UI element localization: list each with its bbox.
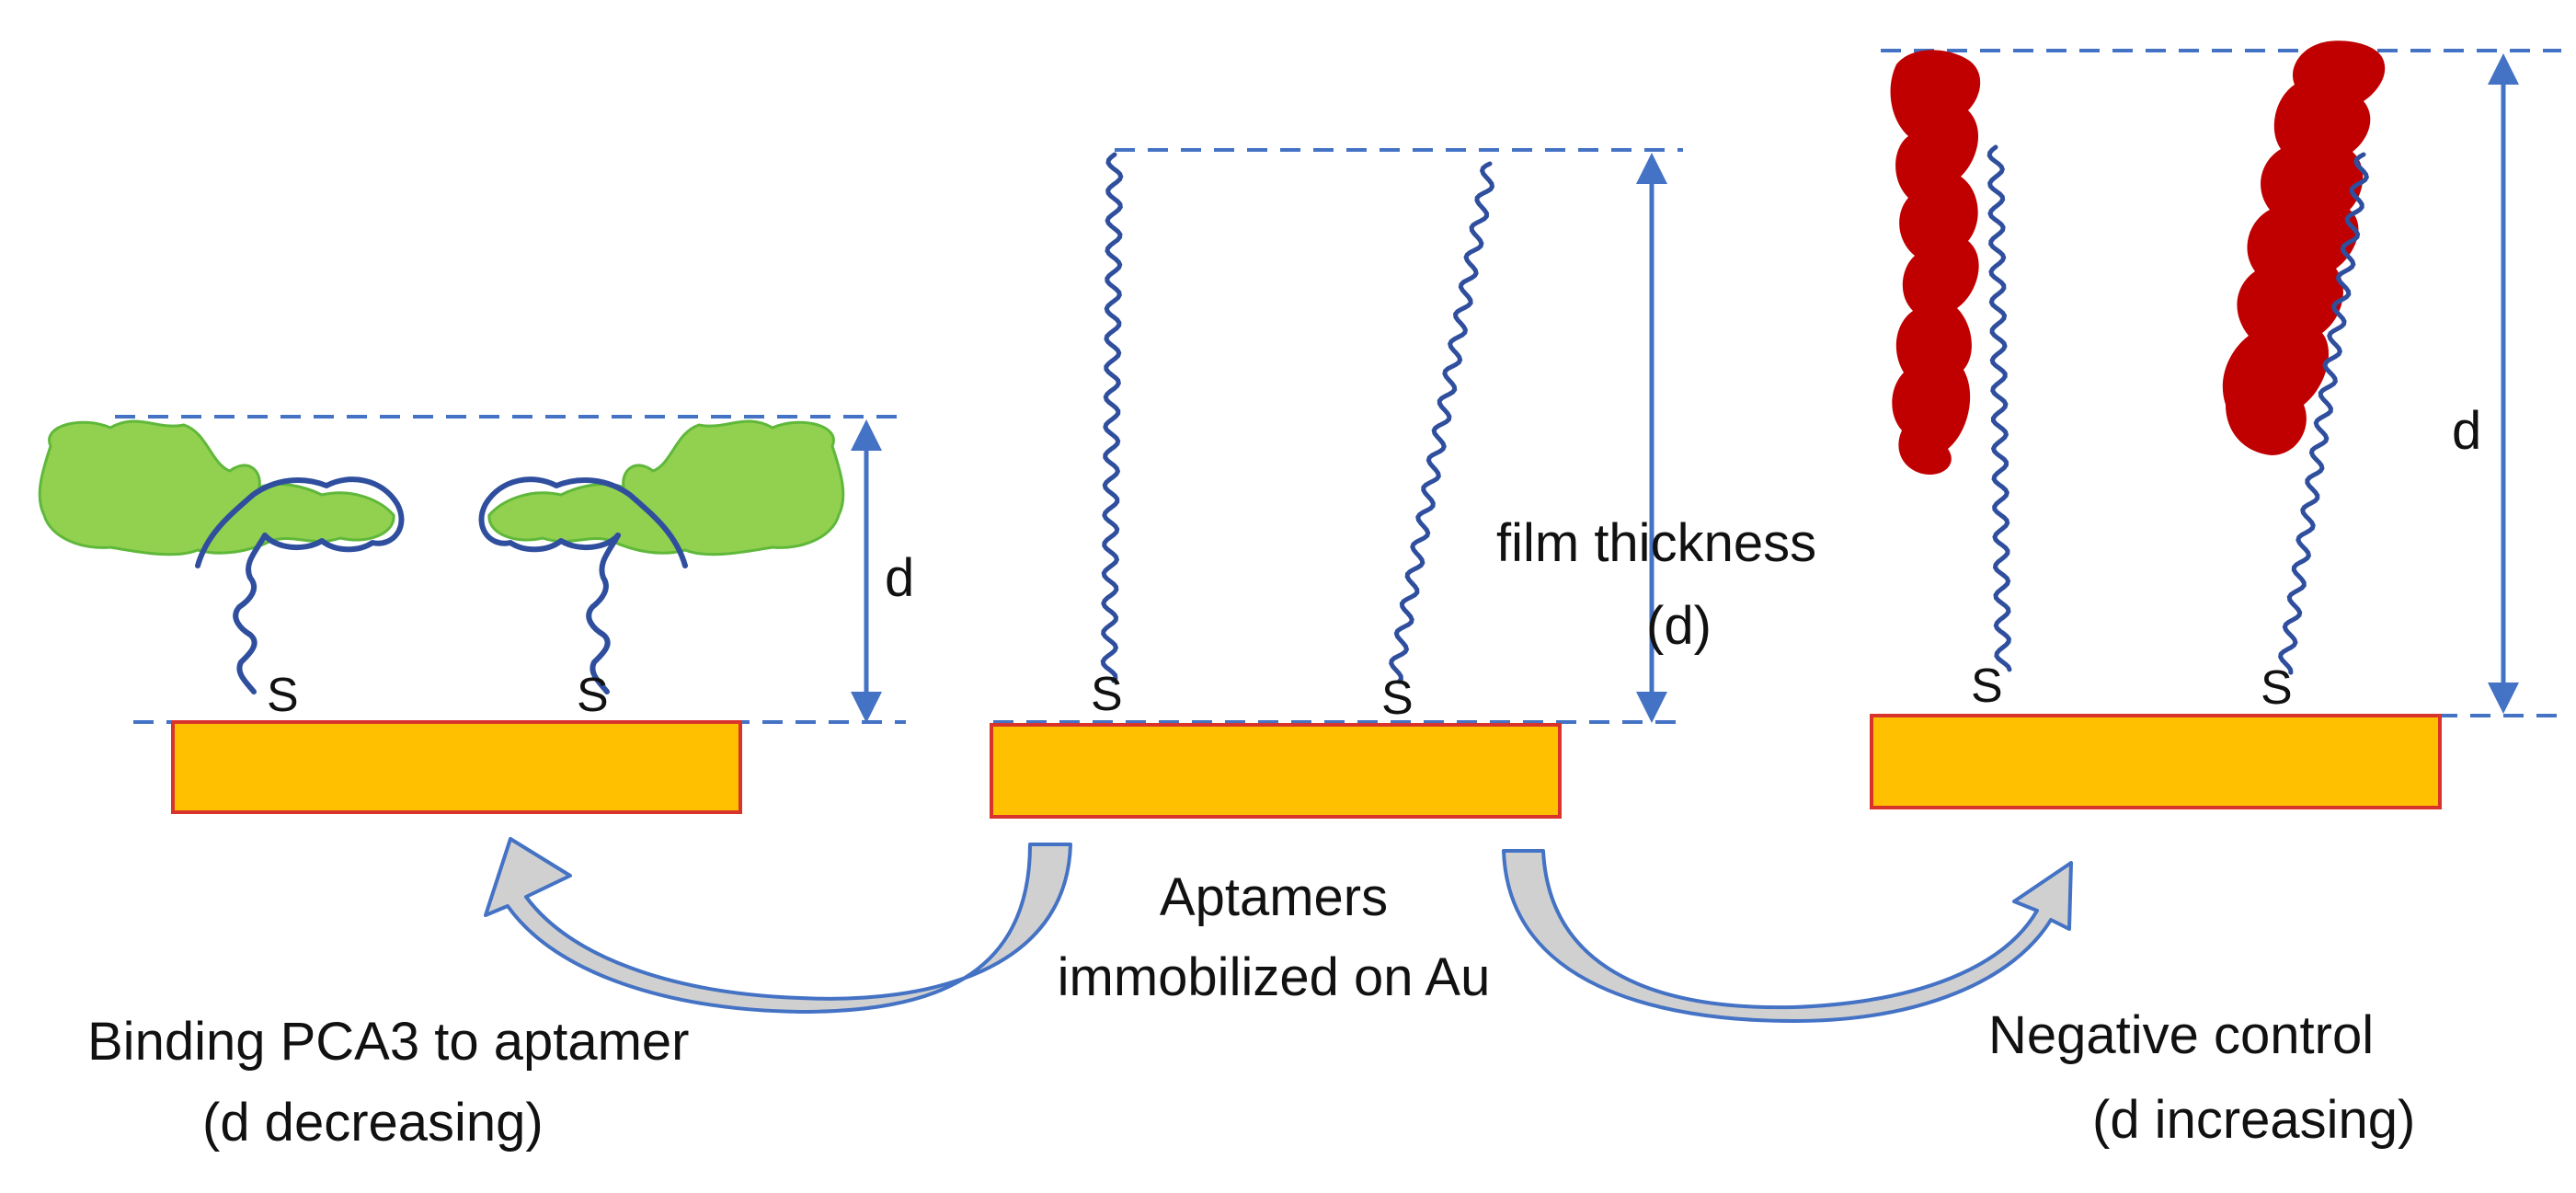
thiol-s-left-2: S (577, 669, 609, 722)
aptamer-loop-right (478, 476, 688, 568)
aptamer-strand-left (233, 533, 268, 694)
aptamer-strand-right-1 (1986, 144, 2012, 672)
aptamer-loop-left (195, 476, 405, 568)
left-panel-bound: d S S (38, 415, 914, 814)
center-d-arrowhead-top (1636, 153, 1667, 184)
curved-arrow-to-left-body (484, 837, 1072, 1014)
red-control-molecule-1 (1890, 50, 1981, 475)
film-thickness-label: film thickness (1496, 513, 1816, 573)
right-d-arrowhead-top (2488, 53, 2519, 85)
left-caption-line2: (d decreasing) (202, 1093, 544, 1153)
curved-arrow-to-right-body (1502, 849, 2073, 1023)
aptamer-strand-center-2 (1389, 161, 1495, 684)
thiol-s-center-1: S (1091, 668, 1123, 721)
thiol-s-right-2: S (2261, 661, 2293, 715)
center-gold-substrate (990, 723, 1562, 819)
right-caption-line2: (d increasing) (2092, 1090, 2415, 1150)
left-caption-line1: Binding PCA3 to aptamer (87, 1012, 689, 1072)
curved-arrow-to-right (1502, 849, 2073, 1023)
right-panel-negative-control: d S S (1870, 40, 2561, 809)
thiol-s-right-1: S (1971, 660, 2003, 713)
curved-arrow-to-left (484, 837, 1072, 1014)
center-d-arrowhead-bottom (1636, 692, 1667, 723)
left-d-label: d (885, 548, 914, 608)
aptamer-strand-right-2 (2278, 152, 2369, 675)
right-d-arrowhead-bottom (2488, 683, 2519, 714)
aptamer-strand-center-1 (1100, 152, 1124, 683)
left-d-arrowhead-top (851, 419, 882, 451)
left-d-arrowhead-bottom (851, 692, 882, 723)
thiol-s-left-1: S (267, 669, 299, 722)
center-caption-line2: immobilized on Au (1058, 947, 1491, 1007)
thiol-s-center-2: S (1381, 671, 1414, 725)
red-control-molecule-2 (2222, 40, 2386, 456)
right-gold-substrate (1870, 714, 2442, 809)
film-thickness-d-label: (d) (1646, 596, 1712, 656)
aptamer-strand-right (586, 533, 621, 694)
center-panel-aptamers: S S film thickness (d) (990, 148, 1816, 819)
right-caption-line1: Negative control (1988, 1005, 2374, 1065)
pca3-blob-left (38, 419, 395, 556)
right-d-label: d (2452, 401, 2481, 461)
pca3-blob-right (487, 419, 845, 556)
left-gold-substrate (171, 720, 742, 814)
center-caption-line1: Aptamers (1160, 867, 1388, 927)
